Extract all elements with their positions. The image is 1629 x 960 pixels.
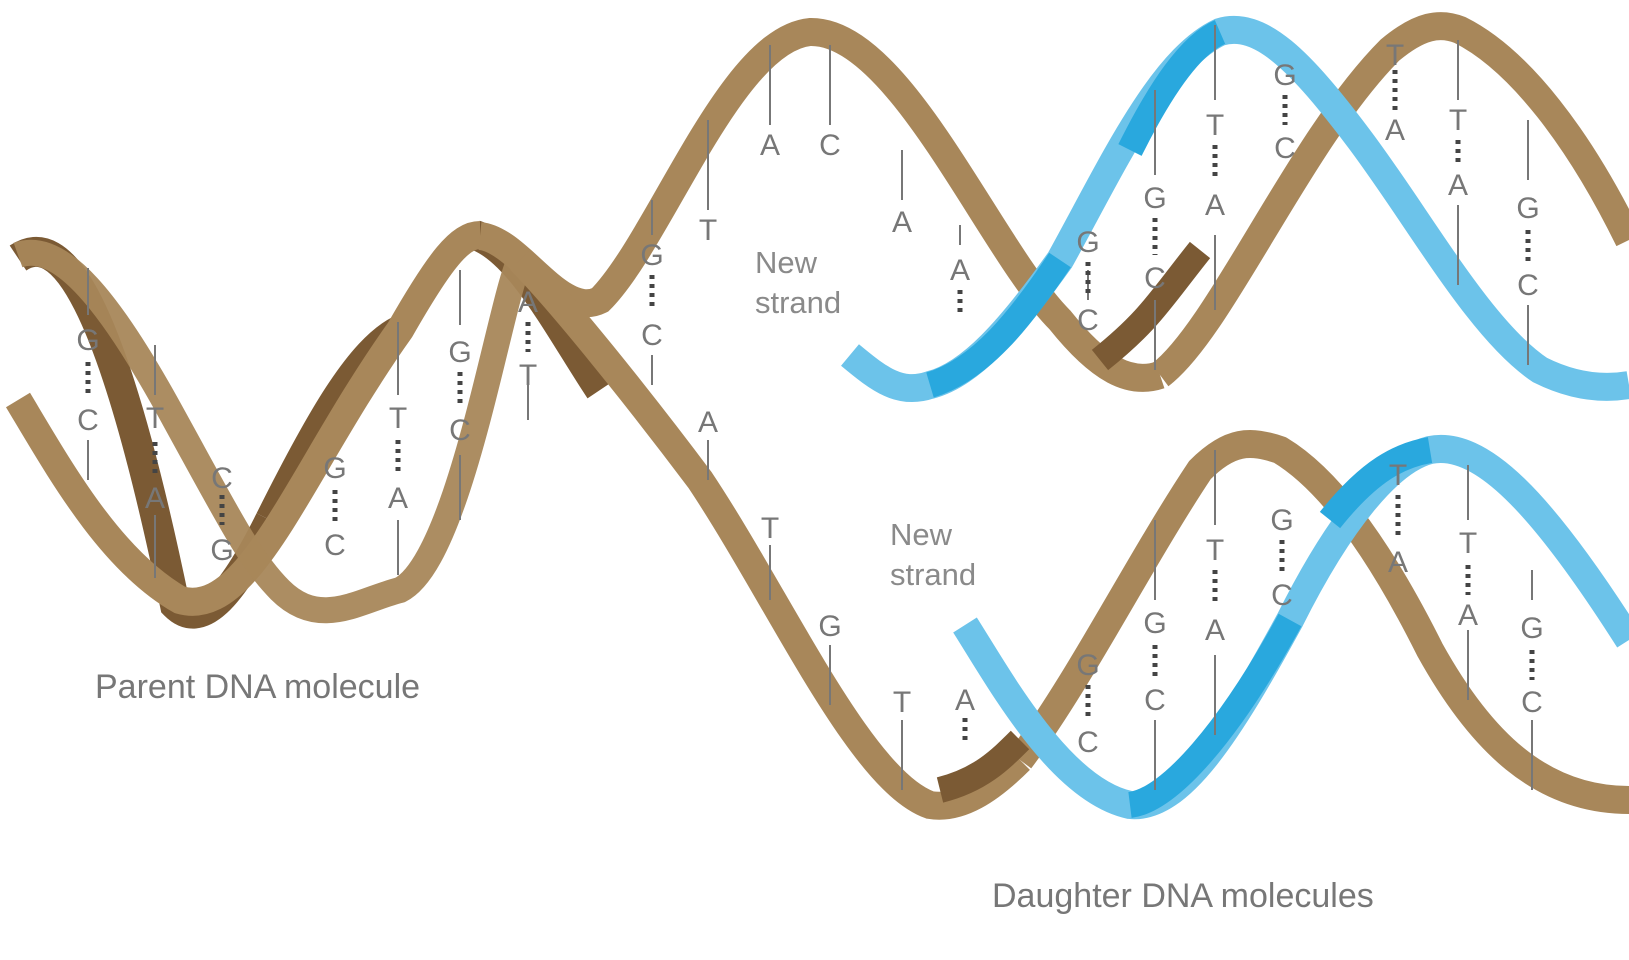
base-letter: T bbox=[1389, 459, 1407, 492]
base-letter: G bbox=[818, 610, 841, 643]
lower-new-strand bbox=[953, 434, 1629, 820]
new-strand-label-bottom-line1: New bbox=[890, 517, 953, 552]
base-letter: G bbox=[1516, 192, 1539, 225]
base-letter: A bbox=[1458, 599, 1478, 632]
base-letter: T bbox=[761, 512, 779, 545]
base-letter: G bbox=[1520, 612, 1543, 645]
base-letter: A bbox=[892, 206, 912, 239]
base-letter: C bbox=[1274, 132, 1296, 165]
base-letter: C bbox=[324, 529, 346, 562]
base-letter: G bbox=[448, 336, 471, 369]
base-letter: T bbox=[146, 402, 164, 435]
base-letters: G C T A C G G C T A G C A T G T A C A A … bbox=[76, 39, 1543, 759]
base-letter: A bbox=[1385, 114, 1405, 147]
base-letter: A bbox=[1388, 546, 1408, 579]
base-letter: G bbox=[1270, 504, 1293, 537]
new-strand-label-top: New strand bbox=[755, 243, 841, 323]
base-letter: T bbox=[389, 402, 407, 435]
base-pair-rungs bbox=[87, 25, 1533, 790]
base-letter: G bbox=[323, 452, 346, 485]
new-strand-label-top-line2: strand bbox=[755, 285, 842, 320]
base-letter: C bbox=[1517, 269, 1539, 302]
base-letter: G bbox=[1273, 59, 1296, 92]
base-letter: A bbox=[1205, 189, 1225, 222]
base-letter: C bbox=[1521, 686, 1543, 719]
upper-new-strand bbox=[841, 15, 1629, 403]
base-letter: C bbox=[641, 319, 663, 352]
base-letter: G bbox=[640, 239, 663, 272]
base-letter: A bbox=[1205, 614, 1225, 647]
base-letter: G bbox=[1143, 182, 1166, 215]
daughter-molecules-caption: Daughter DNA molecules bbox=[992, 877, 1374, 915]
base-letter: C bbox=[211, 462, 233, 495]
base-letter: A bbox=[950, 254, 970, 287]
base-letter: A bbox=[145, 482, 165, 515]
base-letter: G bbox=[76, 324, 99, 357]
base-letter: G bbox=[1143, 607, 1166, 640]
base-letter: T bbox=[1386, 39, 1404, 72]
base-letter: C bbox=[1077, 304, 1099, 337]
base-letter: G bbox=[210, 534, 233, 567]
base-letter: C bbox=[449, 414, 471, 447]
base-letter: G bbox=[1076, 226, 1099, 259]
new-strand-label-top-line1: New bbox=[755, 245, 818, 280]
base-letter: A bbox=[760, 129, 780, 162]
base-letter: A bbox=[1448, 169, 1468, 202]
base-letter: C bbox=[1271, 579, 1293, 612]
hydrogen-bonds bbox=[85, 70, 1535, 745]
base-letter: T bbox=[699, 214, 717, 247]
base-letter: C bbox=[819, 129, 841, 162]
base-letter: T bbox=[1206, 534, 1224, 567]
base-letter: T bbox=[893, 686, 911, 719]
base-letter: C bbox=[1144, 684, 1166, 717]
parent-strand-front bbox=[5, 221, 532, 624]
base-letter: A bbox=[518, 286, 538, 319]
base-letter: A bbox=[698, 406, 718, 439]
parent-molecule-caption: Parent DNA molecule bbox=[95, 668, 421, 706]
upper-parent-strand bbox=[476, 12, 1629, 392]
base-letter: G bbox=[1076, 649, 1099, 682]
base-letter: T bbox=[519, 359, 537, 392]
base-letter: C bbox=[77, 404, 99, 437]
new-strand-label-bottom-line2: strand bbox=[890, 557, 977, 592]
lower-parent-strand bbox=[510, 250, 1629, 820]
base-letter: A bbox=[388, 482, 408, 515]
base-letter: C bbox=[1144, 262, 1166, 295]
base-letter: C bbox=[1077, 726, 1099, 759]
base-letter: A bbox=[955, 684, 975, 717]
base-letter: T bbox=[1206, 109, 1224, 142]
base-letter: T bbox=[1449, 104, 1467, 137]
new-strand-label-bottom: New strand bbox=[890, 515, 976, 595]
base-letter: T bbox=[1459, 527, 1477, 560]
